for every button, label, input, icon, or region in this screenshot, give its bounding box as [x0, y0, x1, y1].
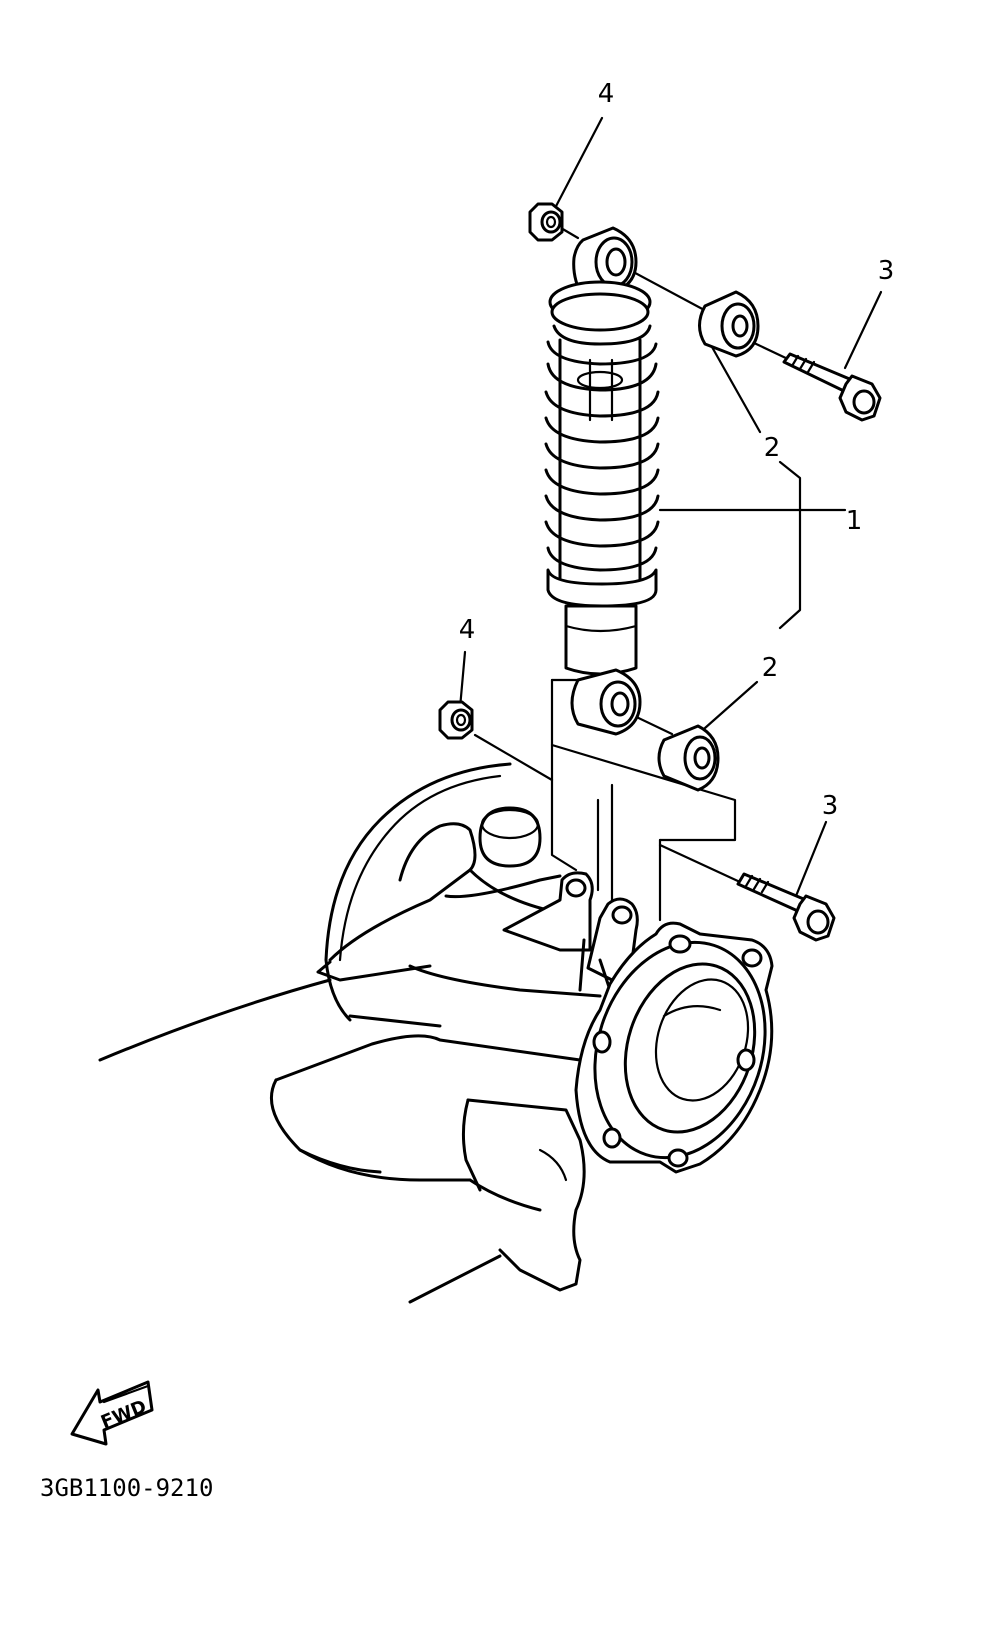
forward-arrow: FWD: [70, 1380, 154, 1446]
leader-lines: [458, 116, 883, 898]
diagram-code: 3GB1100-9210: [40, 1474, 213, 1502]
callout-nut-upper: 4: [598, 79, 615, 109]
upper-bushing: [698, 290, 760, 358]
wheel-hub: [574, 921, 774, 1174]
lower-bolt: [736, 872, 836, 942]
callout-bushing-lower: 2: [762, 653, 779, 683]
upper-nut: [528, 202, 564, 242]
callout-nut-lower: 4: [459, 615, 476, 645]
assembly-lines: [473, 226, 792, 922]
callout-bolt-upper: 3: [878, 256, 895, 286]
coil-spring: [544, 324, 660, 582]
lower-bushing: [657, 724, 720, 792]
lower-nut: [438, 700, 474, 740]
callout-shock-absorber: 1: [846, 506, 863, 536]
upper-bolt: [782, 352, 882, 422]
shock-absorber: [544, 226, 660, 736]
rear-axle-housing: [98, 762, 639, 1304]
callout-bushing-upper: 2: [764, 433, 781, 463]
callout-bolt-lower: 3: [822, 791, 839, 821]
